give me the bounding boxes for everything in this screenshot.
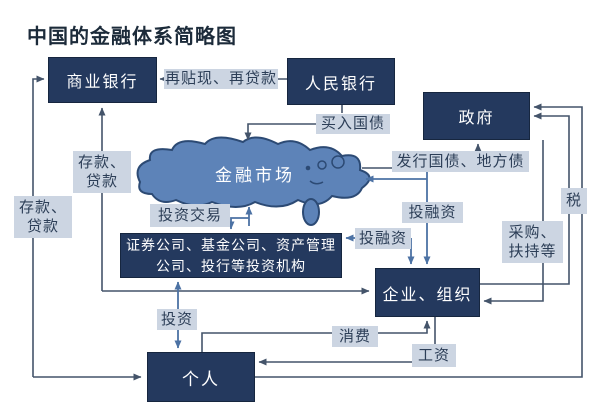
label-tax: 税 [561, 188, 587, 214]
label-deposit-loan-enterprises: 存款、 贷款 [73, 151, 131, 193]
cloud-drip [302, 198, 320, 226]
label-rediscount-relend: 再贴现、再贷款 [164, 69, 278, 89]
label-investment-financing-institutions: 投融资 [355, 228, 411, 249]
cloud-bubble-large [331, 155, 345, 169]
label-procurement-support: 采购、 扶持等 [502, 221, 563, 263]
label-investment-trading: 投资交易 [150, 204, 230, 227]
diagram-title: 中国的金融体系简略图 [27, 26, 237, 48]
financial-market-cloud [136, 136, 371, 226]
cloud-curve [309, 180, 324, 185]
label-investment-financing-market: 投融资 [402, 202, 463, 223]
label-deposit-loan-individuals: 存款、 贷款 [14, 196, 72, 238]
edge-consumption [201, 320, 431, 352]
label-wages: 工资 [412, 344, 456, 367]
label-consumption: 消费 [332, 326, 378, 347]
node-enterprises: 企业、组织 [375, 268, 480, 317]
edge-trading-into-institutions [227, 217, 249, 230]
edge-procurement [483, 140, 544, 305]
edge-tax-individuals [255, 103, 583, 378]
label-buy-treasury-bonds: 买入国债 [316, 114, 390, 134]
cloud-bubble-small [317, 160, 327, 170]
node-individuals: 个人 [147, 352, 255, 402]
node-financial-market-label: 金融市场 [215, 166, 295, 185]
edge-buy-bonds-to-market [244, 123, 316, 141]
node-investment-institutions: 证券公司、基金公司、资产管理公司、投行等投资机构 [120, 233, 342, 278]
node-commercial-bank: 商业银行 [48, 57, 157, 103]
label-issue-bonds: 发行国债、地方债 [392, 151, 529, 172]
node-government: 政府 [423, 92, 530, 140]
cloud-dot [305, 165, 311, 171]
node-central-bank: 人民银行 [287, 58, 395, 105]
label-investment: 投资 [157, 309, 197, 330]
edge-individuals-bank-up [32, 75, 45, 377]
